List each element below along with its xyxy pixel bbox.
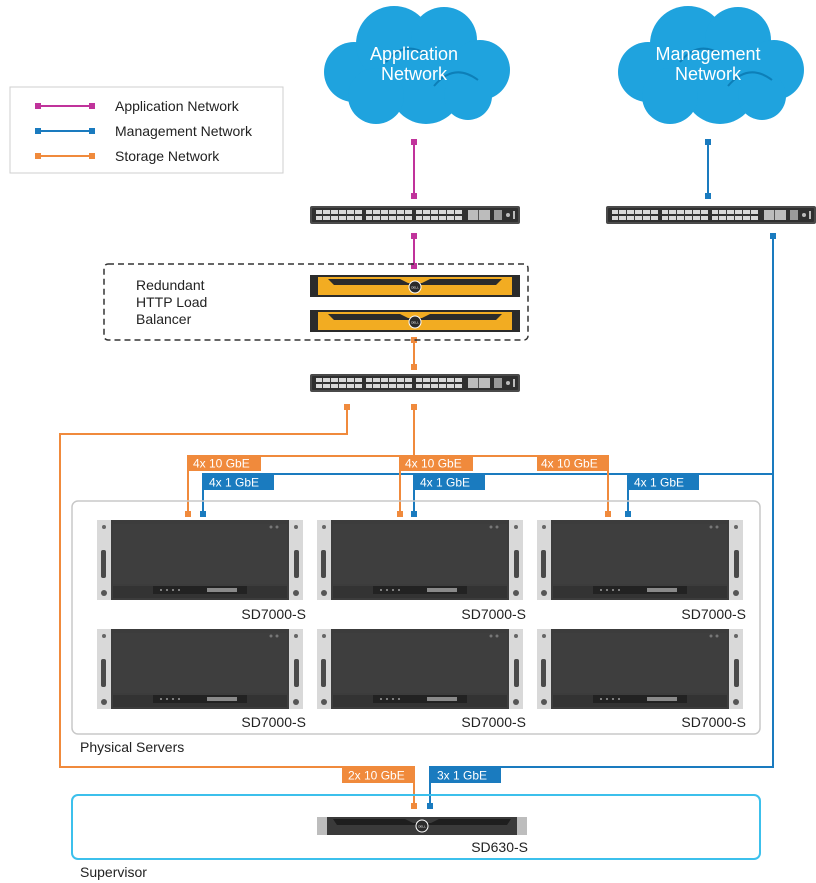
- storage-link-label-3-text: 4x 10 GbE: [541, 457, 598, 471]
- server-2-label: SD7000-S: [461, 606, 526, 622]
- storage-link-label-2: 4x 10 GbE: [401, 456, 473, 471]
- storage-link-label-1-text: 4x 10 GbE: [193, 457, 250, 471]
- load-balancer-label-line3: Balancer: [136, 311, 192, 327]
- server-2: [317, 520, 523, 600]
- server-4: [97, 629, 303, 709]
- management-cloud-line2: Network: [675, 64, 742, 84]
- load-balancer-label-line2: HTTP Load: [136, 294, 207, 310]
- physical-servers-label: Physical Servers: [80, 739, 184, 755]
- server-5-label: SD7000-S: [461, 714, 526, 730]
- management-link-label-1: 4x 1 GbE: [204, 475, 274, 490]
- application-network-links: [411, 139, 417, 269]
- management-link-label-3-text: 4x 1 GbE: [634, 476, 684, 490]
- legend-item-application: Application Network: [35, 98, 240, 114]
- application-cloud-line2: Network: [381, 64, 448, 84]
- link-labels: 4x 10 GbE 4x 10 GbE 4x 10 GbE 4x 1 GbE 4…: [189, 456, 699, 783]
- storage-link-label-3: 4x 10 GbE: [537, 456, 609, 471]
- server-6: [537, 629, 743, 709]
- legend-label-management: Management Network: [115, 123, 253, 139]
- supervisor-management-link-label-text: 3x 1 GbE: [437, 769, 487, 783]
- application-cloud-line1: Application: [370, 44, 458, 64]
- application-network-cloud: Application Network: [323, 5, 511, 125]
- server-1-label: SD7000-S: [241, 606, 306, 622]
- supervisor-server-label: SD630-S: [471, 839, 528, 855]
- server-6-label: SD7000-S: [681, 714, 746, 730]
- management-network-cloud: Management Network: [617, 5, 805, 125]
- server-3: [537, 520, 743, 600]
- load-balancer-unit-2: [310, 310, 520, 332]
- legend: Application Network Management Network S…: [9, 86, 284, 174]
- load-balancer-unit-1: [310, 275, 520, 297]
- server-4-label: SD7000-S: [241, 714, 306, 730]
- management-link-label-1-text: 4x 1 GbE: [209, 476, 259, 490]
- management-switch: [606, 206, 816, 224]
- management-link-label-3: 4x 1 GbE: [629, 475, 699, 490]
- load-balancer-group: Redundant HTTP Load Balancer: [103, 263, 529, 341]
- server-5: [317, 629, 523, 709]
- legend-item-storage: Storage Network: [35, 148, 220, 164]
- legend-label-storage: Storage Network: [115, 148, 220, 164]
- application-switch: [310, 206, 520, 224]
- management-cloud-line1: Management: [655, 44, 760, 64]
- supervisor-storage-link-label-text: 2x 10 GbE: [348, 769, 405, 783]
- management-link-label-2: 4x 1 GbE: [415, 475, 485, 490]
- supervisor-management-link-label: 3x 1 GbE: [431, 768, 501, 783]
- server-1: [97, 520, 303, 600]
- supervisor-storage-link-label: 2x 10 GbE: [342, 768, 414, 783]
- legend-item-management: Management Network: [35, 123, 253, 139]
- storage-switch: [310, 374, 520, 392]
- physical-servers-group: SD7000-S SD7000-S SD7000-S SD7000-S SD70…: [71, 500, 761, 735]
- supervisor-server: [317, 817, 527, 835]
- supervisor-label: Supervisor: [80, 864, 147, 880]
- storage-link-label-1: 4x 10 GbE: [189, 456, 261, 471]
- management-link-label-2-text: 4x 1 GbE: [420, 476, 470, 490]
- supervisor-group: SD630-S: [71, 794, 761, 860]
- legend-label-application: Application Network: [115, 98, 240, 114]
- server-3-label: SD7000-S: [681, 606, 746, 622]
- load-balancer-label-line1: Redundant: [136, 277, 205, 293]
- storage-link-label-2-text: 4x 10 GbE: [405, 457, 462, 471]
